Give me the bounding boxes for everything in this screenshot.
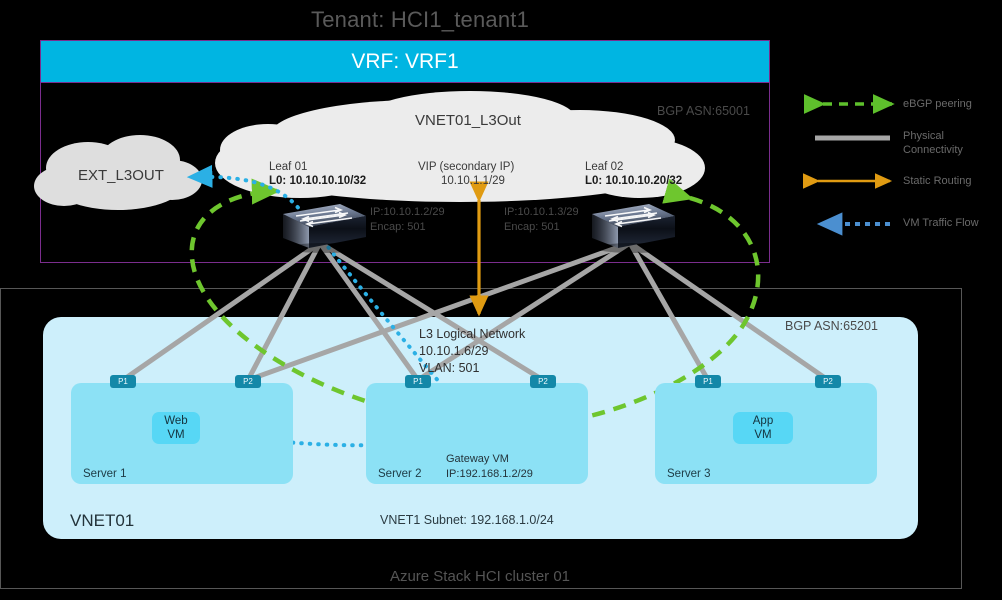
server-1-label: Server 1 [83, 468, 127, 480]
server-2-port-p1[interactable]: P1 [405, 375, 431, 388]
vrf-bgp-asn: BGP ASN:65001 [657, 104, 750, 118]
leaf02-ip: IP:10.10.1.3/29 [504, 206, 579, 218]
leaf01-switch-icon [283, 204, 366, 253]
leaf01-loopback: L0: 10.10.10.10/32 [269, 175, 367, 187]
ext-l3out-label: EXT_L3OUT [78, 167, 164, 184]
vnet01-subnet: VNET1 Subnet: 192.168.1.0/24 [380, 513, 554, 527]
server-3-label: Server 3 [667, 468, 711, 480]
vrf-band: VRF: VRF1 [40, 40, 770, 83]
app-vm-label-line1: App [752, 414, 774, 427]
gateway-vm-ip: IP:192.168.1.2/29 [446, 468, 533, 480]
server-2-label: Server 2 [378, 468, 422, 480]
leaf01-ip: IP:10.10.1.2/29 [370, 206, 445, 218]
gateway-vm-label: Gateway VM [446, 453, 509, 465]
legend [802, 94, 895, 236]
server-2-box [366, 383, 588, 484]
web-vm[interactable]: Web VM [152, 412, 200, 444]
leaf02-switch-icon [592, 204, 675, 253]
leaf01-name: Leaf 01 [269, 161, 308, 173]
ebgp-leaf01-gateway [189, 178, 473, 427]
vnet-bgp-asn: BGP ASN:65201 [785, 319, 878, 333]
tenant-title: Tenant: HCI1_tenant1 [311, 7, 530, 32]
legend-label-ebgp-peering: eBGP peering [903, 98, 972, 110]
vip-address: 10.10.1.1/29 [441, 175, 505, 187]
hci-cluster-label: Azure Stack HCI cluster 01 [389, 568, 571, 585]
vip-title: VIP (secondary IP) [418, 161, 515, 173]
legend-label-static-routing: Static Routing [903, 175, 972, 187]
leaf01-encap: Encap: 501 [370, 221, 426, 233]
vnet01-name: VNET01 [70, 511, 135, 530]
server-3-port-p1[interactable]: P1 [695, 375, 721, 388]
app-vm[interactable]: App VM [733, 412, 793, 444]
legend-label-vm-traffic-flow: VM Traffic Flow [903, 217, 979, 229]
l3-logical-network-vlan: VLAN: 501 [419, 361, 480, 375]
web-vm-label-line1: Web [164, 414, 188, 427]
server-2-port-p2[interactable]: P2 [530, 375, 556, 388]
l3-logical-network-subnet: 10.10.1.6/29 [419, 344, 489, 358]
app-vm-label-line2: VM [754, 429, 772, 441]
legend-label-physical-connectivity-line1: Physical [903, 130, 944, 142]
web-vm-label-line2: VM [167, 429, 185, 441]
leaf02-loopback: L0: 10.10.10.20/32 [585, 175, 683, 187]
traffic-gateway-to-ext [186, 164, 472, 420]
cloud-ext-l3out [34, 135, 202, 210]
vrf-container [40, 81, 770, 263]
server-3-port-p2[interactable]: P2 [815, 375, 841, 388]
server-1-port-p1[interactable]: P1 [110, 375, 136, 388]
leaf02-name: Leaf 02 [585, 161, 624, 173]
leaf02-encap: Encap: 501 [504, 221, 560, 233]
vnet01-l3out-label: VNET01_L3Out [415, 112, 521, 129]
server-1-port-p2[interactable]: P2 [235, 375, 261, 388]
l3-logical-network-title: L3 Logical Network [419, 327, 526, 341]
vrf-label: VRF: VRF1 [351, 50, 459, 73]
legend-label-physical-connectivity-line2: Connectivity [903, 144, 963, 156]
